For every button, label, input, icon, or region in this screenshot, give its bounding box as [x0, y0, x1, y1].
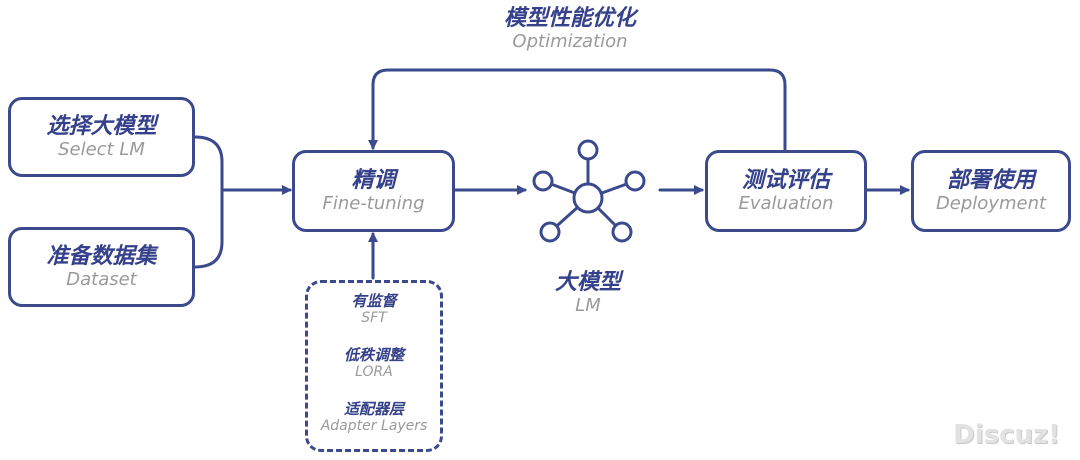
- method-zh: 有监督: [351, 292, 397, 310]
- methods-box: 有监督 SFT 低秩调整 LORA 适配器层 Adapter Layers: [305, 280, 443, 452]
- optimization-zh: 模型性能优化: [503, 6, 636, 31]
- method-en: LORA: [355, 364, 393, 381]
- method-zh: 低秩调整: [343, 346, 404, 364]
- method-sft: 有监督 SFT: [308, 292, 440, 327]
- select-lm-box: 选择大模型 Select LM: [8, 97, 195, 177]
- deployment-en: Deployment: [935, 192, 1047, 214]
- method-en: Adapter Layers: [320, 418, 428, 435]
- optimization-loop: [368, 68, 787, 152]
- lm-label: 大模型 LM: [528, 270, 648, 317]
- deployment-box: 部署使用 Deployment: [911, 150, 1071, 232]
- method-zh: 适配器层: [343, 400, 404, 418]
- watermark: Discuz!: [953, 420, 1060, 450]
- finetune-en: Fine-tuning: [322, 192, 425, 214]
- network-hub-icon: [532, 139, 646, 243]
- dataset-zh: 准备数据集: [46, 243, 157, 269]
- deployment-zh: 部署使用: [946, 167, 1035, 193]
- method-en: SFT: [361, 310, 387, 327]
- dataset-en: Dataset: [66, 268, 137, 290]
- optimization-label: 模型性能优化 Optimization: [470, 6, 670, 53]
- dataset-box: 准备数据集 Dataset: [8, 227, 195, 307]
- evaluation-box: 测试评估 Evaluation: [705, 150, 867, 232]
- lm-zh: 大模型: [554, 270, 621, 295]
- finetune-box: 精调 Fine-tuning: [292, 150, 455, 232]
- merge-connector: [193, 135, 224, 269]
- select-lm-en: Select LM: [58, 138, 145, 160]
- select-lm-zh: 选择大模型: [46, 113, 157, 139]
- evaluation-zh: 测试评估: [741, 167, 830, 193]
- method-lora: 低秩调整 LORA: [308, 346, 440, 381]
- finetune-zh: 精调: [351, 167, 396, 193]
- lm-en: LM: [575, 295, 601, 317]
- evaluation-en: Evaluation: [738, 192, 834, 214]
- method-adapter: 适配器层 Adapter Layers: [308, 400, 440, 435]
- optimization-en: Optimization: [512, 31, 628, 53]
